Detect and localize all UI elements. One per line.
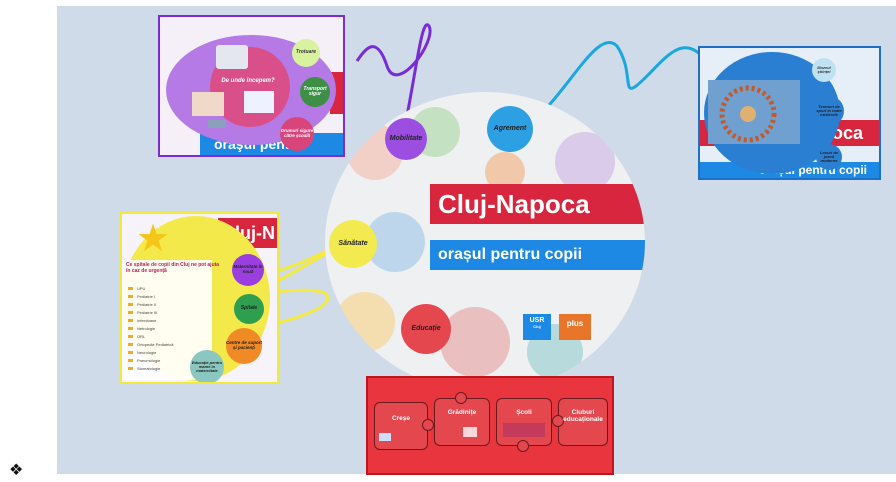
- plus-logo: plus: [559, 314, 591, 340]
- bubble-centre-suport[interactable]: Centre de suport și pacienți: [226, 328, 262, 364]
- puzzle-piece-cluburi[interactable]: Cluburi educaționale: [552, 398, 608, 446]
- puzzle-photo: [463, 427, 477, 437]
- agrement-connector: [526, 41, 704, 128]
- bubble-locuri-joaca[interactable]: Locuri de joacă moderne: [816, 144, 842, 170]
- mobilitate-photo-2: [192, 92, 224, 116]
- puzzle-label-cluburi: Cluburi educaționale: [563, 409, 603, 423]
- list-item: Pediatrie II: [128, 300, 208, 308]
- puzzle-piece-crese[interactable]: Creșe: [374, 402, 434, 450]
- bubble-muzeul-stiintei[interactable]: Muzeul științei: [812, 58, 836, 82]
- hospital-list-title: Ce spitale de copii din Cluj ne pot ajut…: [126, 262, 220, 274]
- list-item: Pneumologie: [128, 356, 208, 364]
- puzzle-photo: [503, 423, 545, 437]
- bubble-terenuri-sport[interactable]: Terenuri de sport în toate cartierele: [814, 96, 844, 126]
- list-item: UPU: [128, 284, 208, 292]
- educatie-frame[interactable]: Creșe Grădinițe Școli Cluburi educaționa…: [366, 376, 614, 475]
- bubble-trotuare[interactable]: Trotuare: [292, 39, 320, 67]
- puzzle-label-scoli: Școli: [516, 409, 532, 416]
- usr-logo-text: USR: [529, 317, 545, 324]
- puzzle-label-gradinite: Grădinițe: [447, 409, 477, 416]
- list-item: ORL: [128, 332, 208, 340]
- list-item: Pediatrie III: [128, 308, 208, 316]
- bubble-spitale[interactable]: Spitale: [234, 294, 264, 324]
- mobilitate-photo-3: [244, 91, 274, 113]
- carousel-icon: [719, 85, 777, 143]
- puzzle-piece-gradinite[interactable]: Grădinițe: [434, 392, 490, 446]
- node-mobilitate[interactable]: Mobilitate: [385, 118, 427, 160]
- usr-logo-sub: Cluj: [533, 324, 541, 329]
- title-banner: Cluj-Napoca: [430, 184, 645, 224]
- mobilitate-frame[interactable]: oraşul pentru De unde începem? Trotuare …: [158, 15, 345, 157]
- diamond-cluster-icon: ❖: [9, 462, 24, 479]
- bubble-drumuri-sigure[interactable]: Drumuri sigure către școală: [280, 117, 314, 151]
- bubble-maternitate[interactable]: Maternitate în nouă: [232, 254, 264, 286]
- prezi-canvas[interactable]: Cluj-Napoca orașul pentru copii USR Cluj…: [57, 6, 896, 475]
- center-circle[interactable]: Cluj-Napoca orașul pentru copii USR Cluj…: [325, 92, 645, 392]
- mobilitate-connector: [355, 23, 432, 127]
- puzzle-tab: [422, 419, 434, 431]
- puzzle-label-crese: Creșe: [391, 415, 411, 422]
- agrement-frame[interactable]: oca orașul pentru copii Muzeul științei …: [698, 46, 881, 180]
- node-educatie[interactable]: Educație: [401, 304, 451, 354]
- mobilitate-photo-4: [208, 120, 226, 128]
- puzzle-photo: [379, 433, 391, 441]
- list-item: Nefrologie: [128, 324, 208, 332]
- mobilitate-photo-1: [216, 45, 248, 69]
- agrement-photo: [708, 80, 800, 144]
- paint-texture: [335, 107, 615, 380]
- hospital-list: UPU Pediatrie I Pediatrie II Pediatrie I…: [128, 284, 208, 372]
- list-item: Pediatrie I: [128, 292, 208, 300]
- list-item: Neurologie: [128, 348, 208, 356]
- star-icon: ★: [136, 218, 171, 260]
- puzzle-piece-scoli[interactable]: Școli: [496, 398, 552, 452]
- sanatate-frame[interactable]: Cluj-N ★ Ce spitale de copii din Cluj ne…: [120, 212, 279, 384]
- usr-logo: USR Cluj: [523, 314, 551, 340]
- list-item: Infecțioase: [128, 316, 208, 324]
- mobilitate-question: De unde începem?: [221, 78, 275, 84]
- subtitle-banner: orașul pentru copii: [430, 240, 645, 270]
- puzzle-tab: [552, 415, 564, 427]
- bubble-transport-sigur[interactable]: Transport sigur: [300, 77, 330, 107]
- node-agrement[interactable]: Agrement: [487, 106, 533, 152]
- puzzle-tab: [517, 440, 529, 452]
- list-item: Stomatologie: [128, 364, 208, 372]
- list-item: Ortopedie Pediatrică: [128, 340, 208, 348]
- node-sanatate[interactable]: Sănătate: [329, 220, 377, 268]
- bubble-educatie-mame[interactable]: Educație pentru mame în maternitate: [190, 350, 224, 382]
- puzzle-tab: [455, 392, 467, 404]
